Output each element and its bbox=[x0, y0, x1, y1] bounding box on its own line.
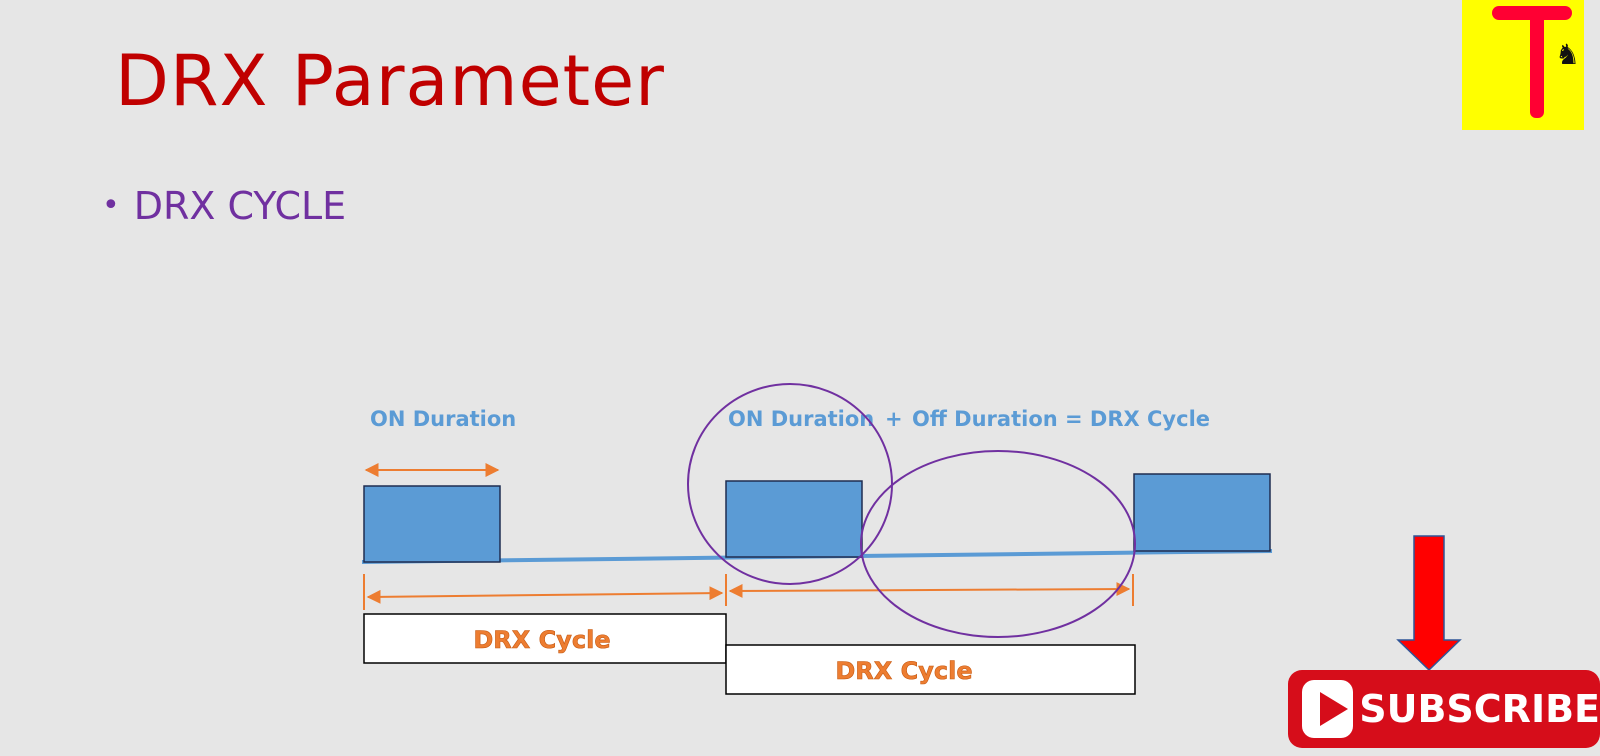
equation-on-label: ON Duration bbox=[728, 407, 874, 431]
on-pulse-1 bbox=[363, 485, 501, 563]
bullet-item: • DRX CYCLE bbox=[102, 184, 346, 228]
channel-logo: ♞ bbox=[1462, 0, 1584, 130]
drx-cycle-box-2 bbox=[725, 644, 1136, 695]
equation-plus: + bbox=[885, 407, 903, 431]
on-duration-label: ON Duration bbox=[370, 407, 516, 431]
subscribe-button[interactable]: SUBSCRIBE bbox=[1288, 670, 1600, 748]
play-icon bbox=[1302, 680, 1354, 738]
drx-cycle-label-1: DRX Cycle bbox=[473, 626, 610, 654]
drx-cycle-label-2: DRX Cycle bbox=[835, 657, 972, 685]
cycle-arrow-2 bbox=[728, 582, 1131, 598]
on-pulse-3 bbox=[1133, 473, 1271, 552]
subscribe-label: SUBSCRIBE bbox=[1359, 687, 1600, 731]
bullet-dot-icon: • bbox=[102, 188, 120, 223]
on-pulse-2 bbox=[725, 480, 863, 558]
down-arrow-icon bbox=[1396, 535, 1462, 672]
logo-stem bbox=[1530, 6, 1544, 118]
dog-icon: ♞ bbox=[1554, 38, 1580, 71]
cycle-arrow-1 bbox=[366, 586, 724, 604]
bullet-text: DRX CYCLE bbox=[133, 184, 347, 228]
slide-title: DRX Parameter bbox=[115, 40, 665, 122]
equation-off-label: Off Duration = DRX Cycle bbox=[912, 407, 1210, 431]
drx-cycle-box-1 bbox=[363, 613, 727, 664]
off-duration-highlight bbox=[860, 450, 1136, 638]
